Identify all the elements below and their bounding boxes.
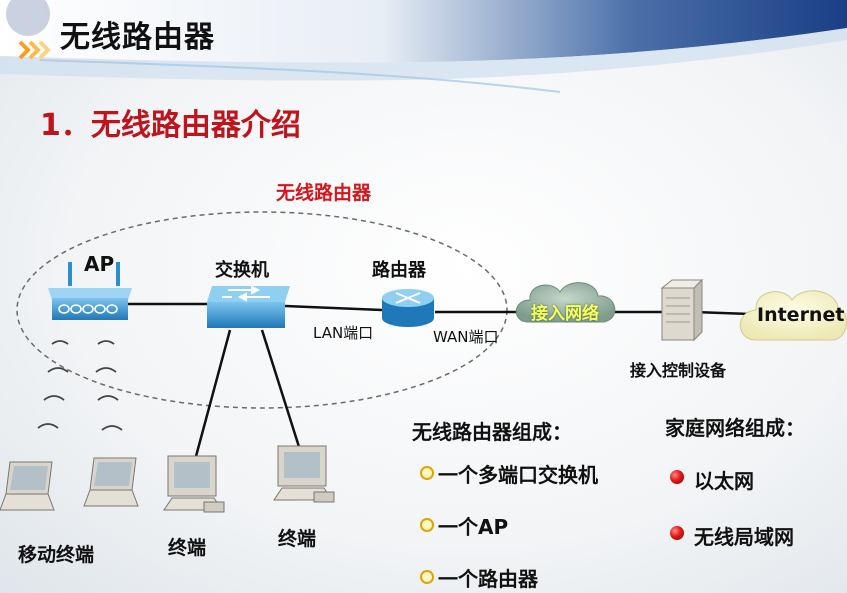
access-network-cloud-icon xyxy=(515,282,616,323)
list-item: 一个多端口交换机 xyxy=(438,463,598,487)
list-item: 以太网 xyxy=(694,469,754,493)
wifi-signal-icon xyxy=(37,340,123,431)
list-item: 一个AP xyxy=(438,515,509,539)
red-bullet-icon xyxy=(670,470,684,484)
connection-lines xyxy=(128,302,751,461)
ring-bullet-icon xyxy=(420,466,434,480)
router-icon xyxy=(382,289,434,327)
ap-label: AP xyxy=(84,252,115,276)
ring-bullet-icon xyxy=(420,518,434,532)
ap-icon xyxy=(48,262,132,320)
laptop-icon xyxy=(83,457,139,507)
chevron-decoration-icon xyxy=(18,40,51,60)
switch-icon xyxy=(207,285,290,328)
laptop-icon xyxy=(0,461,55,511)
home-network-heading: 家庭网络组成： xyxy=(665,416,805,440)
internet-cloud-icon xyxy=(739,290,847,341)
section-title: 1．无线路由器介绍 xyxy=(40,108,301,143)
access-control-label: 接入控制设备 xyxy=(630,361,727,380)
header-band xyxy=(0,0,847,93)
router-composition-heading: 无线路由器组成： xyxy=(412,420,572,444)
slide-title: 无线路由器 xyxy=(60,20,215,55)
list-item: 无线局域网 xyxy=(694,525,794,549)
desktop-computer-icon xyxy=(273,445,335,503)
wan-port-label: WAN端口 xyxy=(433,328,499,346)
terminal-label: 终端 xyxy=(278,528,317,550)
list-item: 一个路由器 xyxy=(438,567,538,591)
lan-port-label: LAN端口 xyxy=(313,324,374,342)
red-bullet-icon xyxy=(670,526,684,540)
access-network-label: 接入网络 xyxy=(531,304,599,324)
desktop-computer-icon xyxy=(163,455,225,513)
router-group-label: 无线路由器 xyxy=(276,182,372,204)
switch-label: 交换机 xyxy=(215,260,269,281)
router-boundary-ellipse xyxy=(16,211,508,409)
terminal-label: 终端 xyxy=(168,537,207,559)
mobile-terminal-label: 移动终端 xyxy=(18,544,95,566)
access-control-server-icon xyxy=(660,278,704,342)
internet-label: Internet xyxy=(757,304,845,326)
router-label: 路由器 xyxy=(372,260,426,281)
ring-bullet-icon xyxy=(420,570,434,584)
